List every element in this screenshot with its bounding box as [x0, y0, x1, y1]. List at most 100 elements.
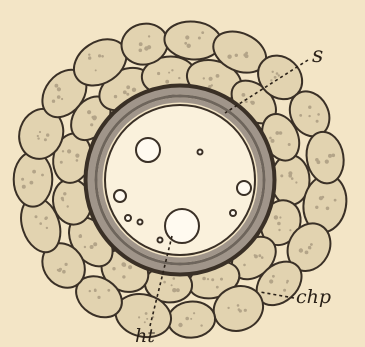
cell-granule: [88, 54, 90, 56]
cell-granule: [201, 31, 204, 34]
cell-granule: [139, 42, 143, 46]
cell-granule: [237, 304, 240, 307]
cell-granule: [325, 160, 329, 164]
cell-granule: [75, 154, 79, 158]
cell-granule: [84, 246, 86, 248]
cell-granule: [90, 123, 93, 126]
cell-granule: [93, 115, 97, 119]
cell-granule: [128, 265, 132, 269]
cell-granule: [157, 72, 160, 75]
cell-granule: [178, 323, 182, 327]
cell-granule: [39, 131, 41, 133]
cell-granule: [279, 131, 283, 135]
cell-granule: [184, 42, 187, 45]
cell-granule: [52, 100, 55, 103]
cell-granule: [278, 229, 280, 231]
cell: [14, 152, 53, 207]
globule: [158, 238, 163, 243]
cell-granule: [334, 199, 337, 202]
cell-granule: [319, 196, 323, 200]
cell-granule: [122, 275, 125, 278]
cell-granule: [200, 324, 202, 326]
cell-granule: [62, 270, 66, 274]
cell-granule: [274, 215, 278, 219]
cell-granule: [286, 280, 289, 283]
cell-granule: [244, 309, 247, 312]
cell-granule: [61, 98, 63, 100]
cell-granule: [211, 84, 213, 86]
cell-granule: [216, 74, 220, 78]
cell-granule: [165, 80, 169, 84]
cell-granule: [80, 234, 82, 236]
cell-granule: [146, 318, 148, 320]
globule: [165, 209, 199, 243]
cell-granule: [269, 137, 272, 140]
cell-granule: [283, 289, 286, 292]
cell-granule: [316, 120, 319, 123]
cell-granule: [308, 115, 310, 117]
cell-granule: [308, 246, 311, 249]
cell-granule: [57, 87, 61, 91]
cell-granule: [30, 181, 34, 185]
cell-granule: [148, 35, 150, 37]
cell-granule: [122, 263, 126, 267]
cell-granule: [172, 288, 176, 292]
cell-granule: [242, 93, 246, 97]
cell-granule: [289, 229, 291, 231]
cell-granule: [317, 113, 320, 116]
globule: [230, 210, 236, 216]
globule: [114, 190, 126, 202]
cell-granule: [173, 277, 176, 280]
cell-granule: [63, 192, 66, 195]
cell-granule: [279, 216, 281, 218]
cell-granule: [185, 317, 189, 321]
cell-granule: [190, 318, 192, 320]
cell-granule: [207, 278, 209, 280]
cell-granule: [254, 255, 258, 259]
cell-granule: [326, 207, 330, 211]
cell-granule: [203, 77, 205, 79]
cell-granule: [299, 248, 303, 252]
cell-granule: [220, 278, 223, 281]
cell-granule: [178, 77, 180, 79]
cell-granule: [243, 53, 246, 56]
cell-granule: [272, 275, 275, 278]
cell-granule: [269, 279, 273, 283]
cell-granule: [45, 216, 48, 219]
cell-granule: [176, 288, 180, 292]
cell-granule: [67, 205, 69, 207]
cell-granule: [145, 312, 148, 315]
cell-granule: [39, 222, 42, 225]
cell-granule: [57, 269, 60, 272]
cell-granule: [98, 54, 101, 57]
cell-granule: [211, 278, 214, 281]
cell-granule: [138, 316, 140, 318]
cell-granule: [299, 114, 302, 117]
cell-granule: [67, 149, 71, 153]
cell-granule: [37, 135, 39, 137]
cell-granule: [317, 160, 321, 164]
cell-granule: [280, 174, 283, 177]
cell-granule: [198, 37, 201, 40]
cell-granule: [202, 277, 206, 281]
cell-granule: [60, 161, 63, 164]
cell-granule: [114, 95, 117, 98]
cell-granule: [93, 242, 97, 246]
cell-granule: [139, 49, 143, 53]
cell-granule: [274, 76, 277, 79]
cell-granule: [276, 72, 279, 75]
cell-granule: [123, 90, 127, 94]
cell-granule: [144, 46, 148, 50]
globule: [198, 150, 203, 155]
cell-granule: [32, 170, 36, 174]
cell-granule: [57, 95, 61, 99]
cell-granule: [22, 185, 26, 189]
label-ht: ht: [135, 325, 155, 347]
cell-granule: [239, 309, 242, 312]
cell-granule: [76, 159, 79, 162]
cell-granule: [168, 72, 170, 74]
globule: [125, 215, 131, 221]
cell-granule: [144, 321, 146, 323]
cell-granule: [227, 307, 229, 309]
cell-granule: [65, 263, 68, 266]
